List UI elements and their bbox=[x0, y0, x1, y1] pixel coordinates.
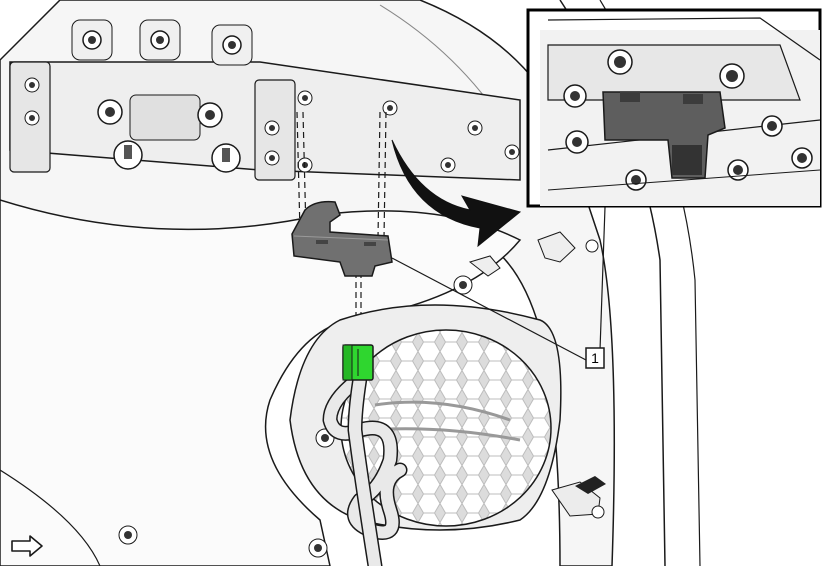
callout-1: 1 bbox=[585, 347, 605, 369]
right-arrow-icon bbox=[11, 535, 43, 557]
side-clips bbox=[468, 231, 606, 519]
callout-label: 1 bbox=[591, 350, 599, 366]
connector bbox=[342, 344, 374, 381]
wire-harness bbox=[322, 370, 408, 566]
curved-arrow-icon bbox=[391, 139, 522, 248]
detail-inset bbox=[526, 8, 822, 208]
clip-row-top bbox=[24, 19, 520, 173]
switch-module bbox=[291, 200, 393, 277]
